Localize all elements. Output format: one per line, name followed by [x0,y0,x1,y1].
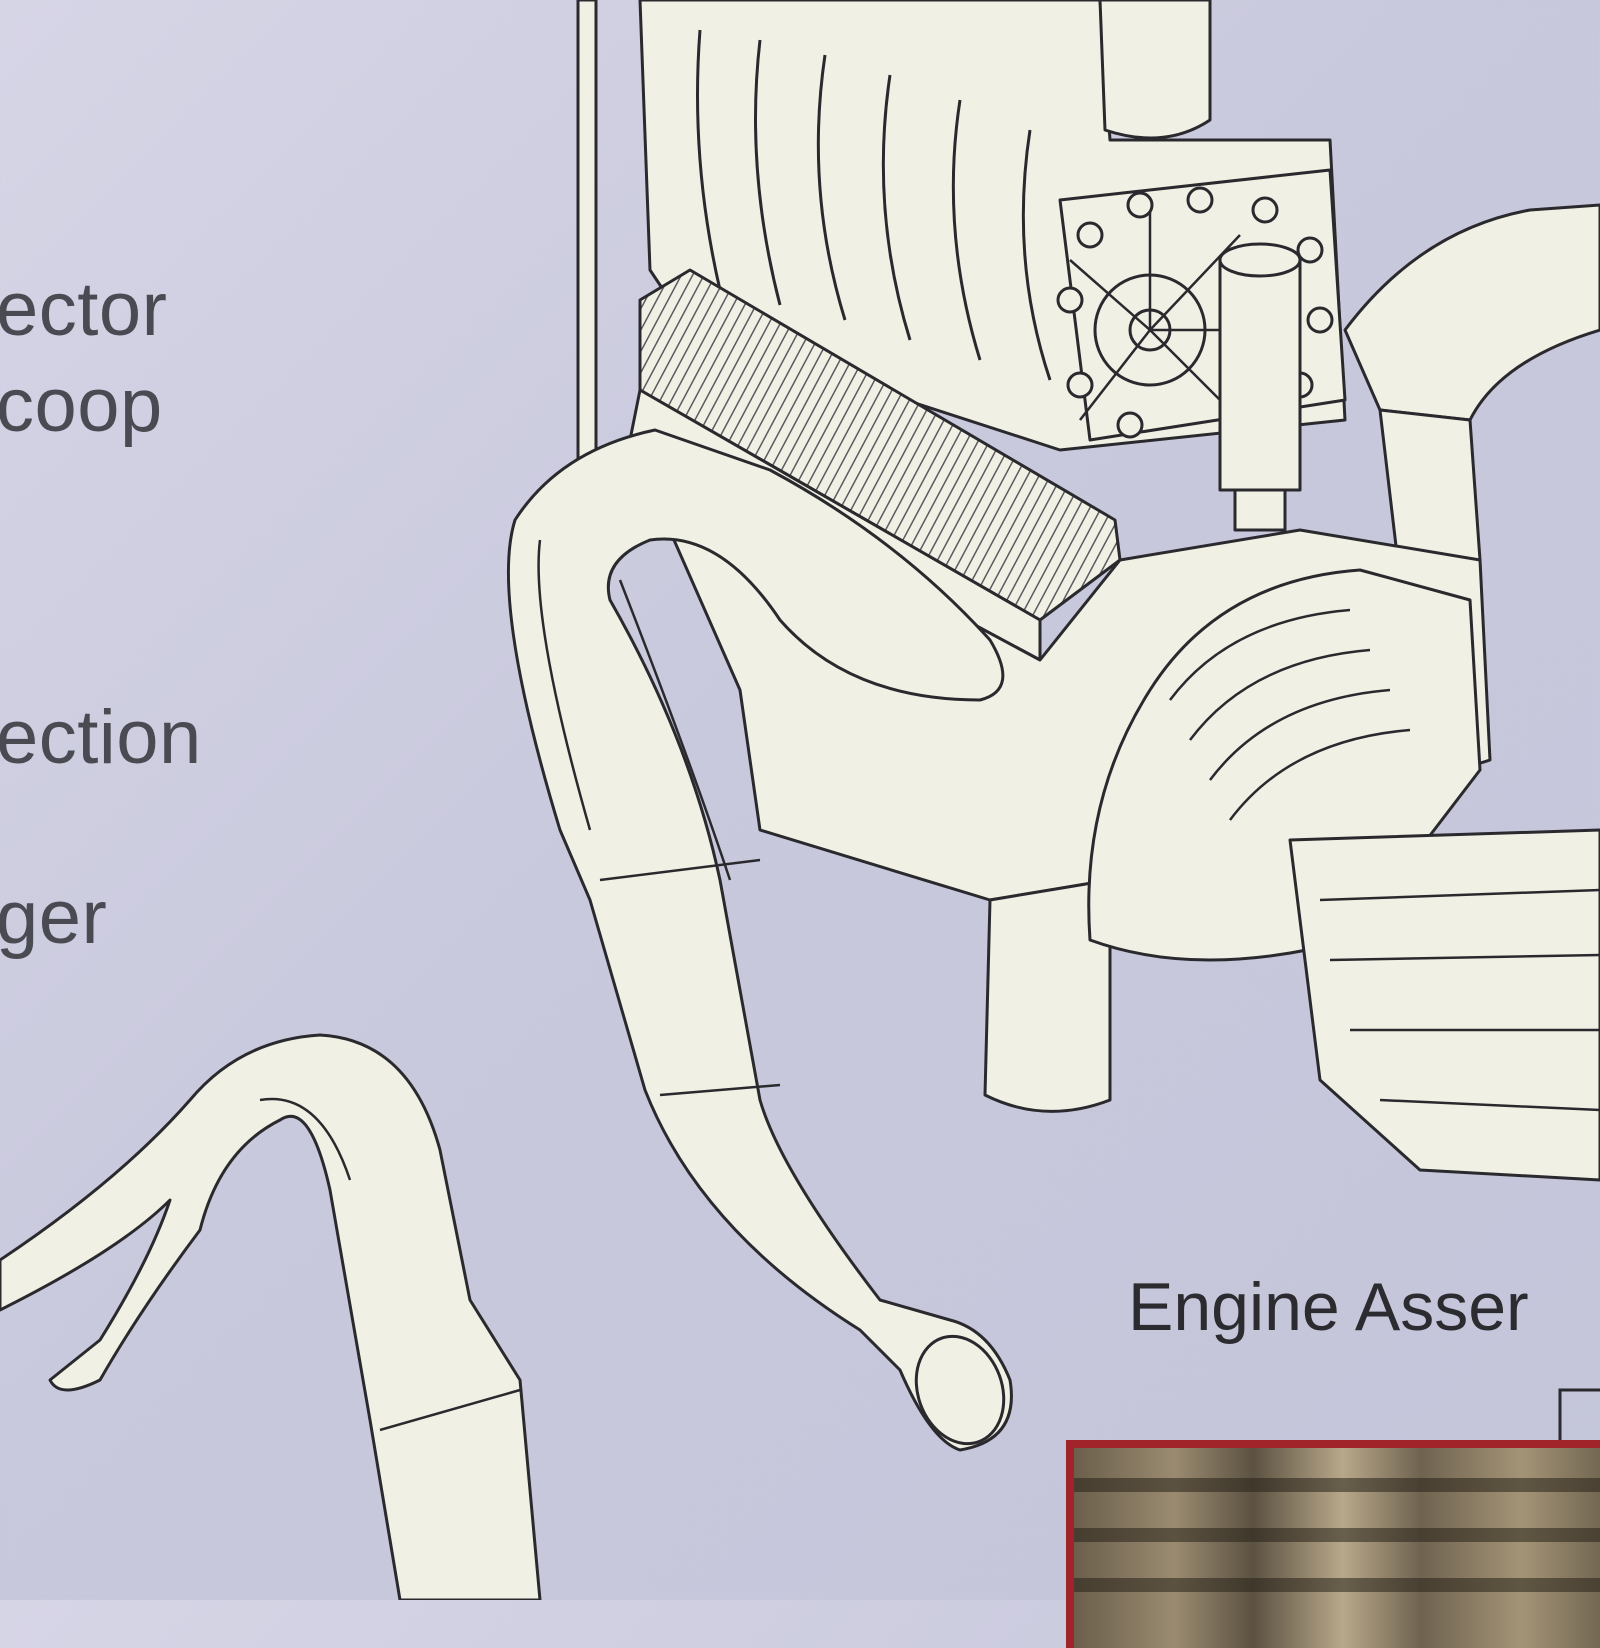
engine-assembly-caption: Engine Asser [1128,1269,1529,1345]
oil-sump-tube [983,878,1112,1113]
engine-diagram [0,0,1600,1600]
callout-label-1: ector [0,267,168,352]
rear-panel [576,0,598,462]
exhaust-header-lower [0,1033,542,1600]
transmission [1288,828,1600,1182]
exhaust-header-main [506,428,1013,1452]
exhaust-outlet [914,1334,1006,1446]
callout-label-2: coop [0,363,163,448]
engine-photo-thumbnail [1066,1440,1600,1648]
callout-label-3: ection [0,695,202,780]
callout-label-4: ger [0,875,108,960]
scoop-tube [1098,0,1212,140]
right-exhaust-header [1343,203,1600,422]
distributor-cylinder [1218,258,1302,492]
section-marker [1556,48,1600,168]
